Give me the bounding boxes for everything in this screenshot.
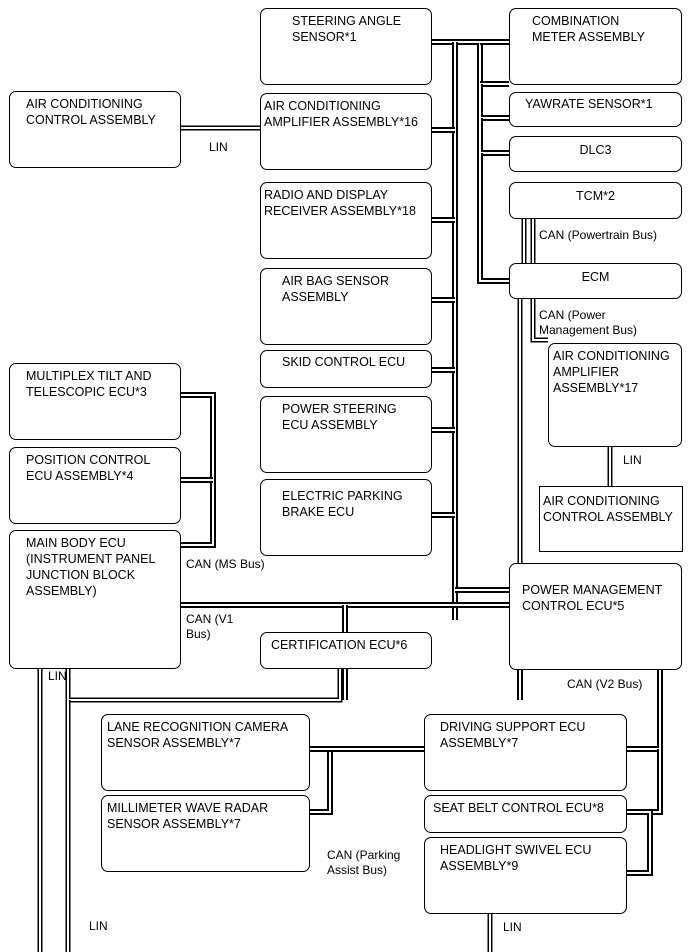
lin-label-ac-left: LIN: [209, 140, 228, 154]
can-parking-assist-bus-label: CAN (Parking Assist Bus): [327, 848, 401, 877]
can-bus-wire: [310, 752, 333, 815]
multiplex-tilt-telescopic-box: MULTIPLEX TILT AND TELESCOPIC ECU*3: [9, 363, 181, 440]
can-bus-wire: [477, 153, 509, 284]
can-bus-wire: [627, 749, 663, 815]
dlc3-box: DLC3: [509, 136, 682, 172]
driving-support-ecu-box: DRIVING SUPPORT ECU ASSEMBLY*7: [424, 714, 627, 791]
steering-angle-sensor-box: STEERING ANGLE SENSOR*1: [260, 8, 432, 85]
can-bus-wire: [477, 84, 509, 121]
can-bus-wire-gap: [627, 811, 651, 874]
lin-label-ac-right: LIN: [623, 453, 642, 467]
can-bus-wire-gap: [627, 749, 661, 813]
can-bus-wire-gap: [479, 118, 509, 154]
power-management-ecu-box: POWER MANAGEMENT CONTROL ECU*5: [509, 563, 682, 670]
ac-amplifier-17-box: AIR CONDITIONING AMPLIFIER ASSEMBLY*17: [548, 343, 682, 447]
headlight-swivel-ecu-box: HEADLIGHT SWIVEL ECU ASSEMBLY*9: [424, 837, 627, 914]
can-bus-wire-gap: [479, 153, 509, 282]
ac-control-assembly-left-box: AIR CONDITIONING CONTROL ASSEMBLY: [9, 91, 181, 168]
yawrate-sensor-box: YAWRATE SENSOR*1: [509, 92, 682, 127]
electric-parking-brake-box: ELECTRIC PARKING BRAKE ECU: [260, 479, 432, 556]
certification-ecu-box: CERTIFICATION ECU*6: [260, 632, 432, 669]
lane-recognition-camera-box: LANE RECOGNITION CAMERA SENSOR ASSEMBLY*…: [101, 714, 310, 791]
lin-wire-gap: [67, 669, 341, 701]
can-bus-wire-gap: [181, 394, 214, 546]
can-bus-wire: [181, 392, 216, 548]
can-bus-wire: [627, 809, 653, 876]
ac-amplifier-16-box: AIR CONDITIONING AMPLIFIER ASSEMBLY*16: [260, 93, 432, 170]
air-bag-sensor-box: AIR BAG SENSOR ASSEMBLY: [260, 268, 432, 345]
can-v1-bus-label: CAN (V1 Bus): [186, 612, 234, 641]
ac-control-assembly-right-box: AIR CONDITIONING CONTROL ASSEMBLY: [539, 486, 683, 552]
can-power-management-bus-label: CAN (Power Management Bus): [539, 308, 638, 337]
lin-label-bottom-right: LIN: [503, 920, 522, 934]
power-steering-ecu-box: POWER STEERING ECU ASSEMBLY: [260, 396, 432, 473]
can-ms-bus-label: CAN (MS Bus): [186, 557, 265, 571]
can-bus-wire: [477, 118, 509, 156]
can-powertrain-bus-label: CAN (Powertrain Bus): [539, 228, 658, 242]
can-bus-wire-gap: [310, 752, 331, 813]
combination-meter-box: COMBINATION METER ASSEMBLY: [509, 8, 682, 85]
skid-control-ecu-box: SKID CONTROL ECU: [260, 350, 432, 388]
lin-wire: [65, 669, 343, 703]
millimeter-wave-radar-box: MILLIMETER WAVE RADAR SENSOR ASSEMBLY*7: [101, 795, 310, 872]
bus-lines: [181, 39, 663, 876]
radio-display-receiver-box: RADIO AND DISPLAY RECEIVER ASSEMBLY*18: [260, 182, 432, 259]
lin-label-main-body: LIN: [48, 669, 67, 683]
tcm-box: TCM*2: [509, 182, 682, 219]
position-control-ecu-box: POSITION CONTROL ECU ASSEMBLY*4: [9, 447, 181, 524]
lin-label-bottom-left: LIN: [89, 919, 108, 933]
seat-belt-control-ecu-box: SEAT BELT CONTROL ECU*8: [424, 795, 627, 833]
lin-wire-gap: [532, 299, 548, 341]
lin-lines: [37, 125, 613, 952]
can-bus-wire-gap: [479, 84, 509, 119]
main-body-ecu-box: MAIN BODY ECU (INSTRUMENT PANEL JUNCTION…: [9, 530, 181, 669]
ecm-box: ECM: [509, 263, 682, 299]
can-v2-bus-label: CAN (V2 Bus): [567, 677, 643, 691]
